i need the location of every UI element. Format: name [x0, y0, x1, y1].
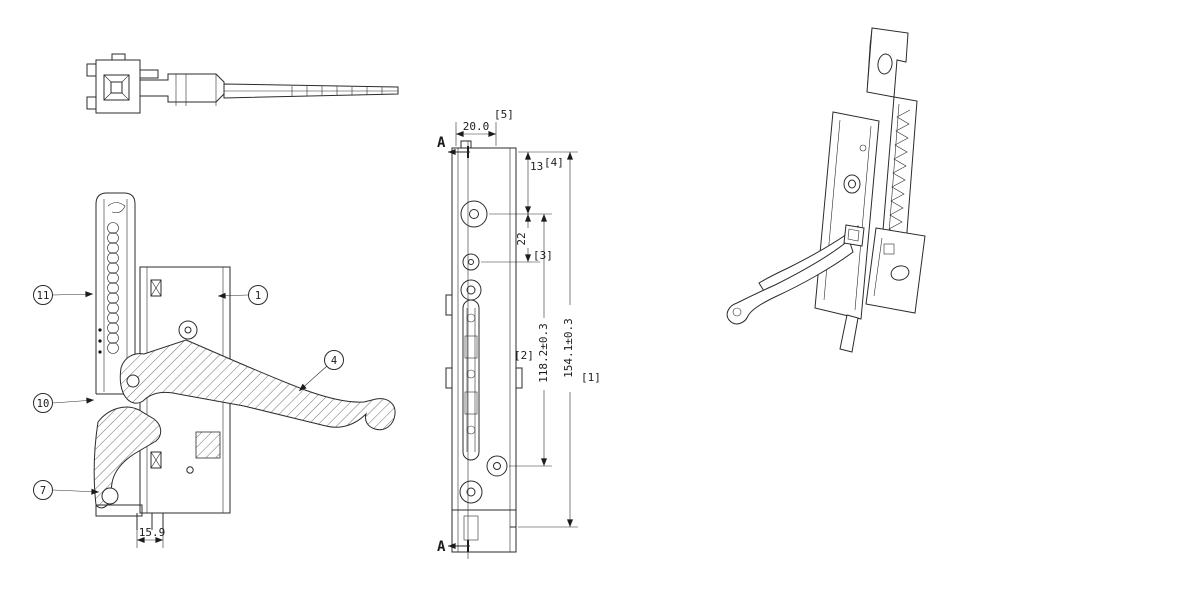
balloon-circle	[33, 393, 53, 413]
callout-4: 4	[298, 350, 344, 392]
callout-1: 1	[217, 285, 268, 305]
latch-hole	[101, 487, 119, 505]
callout-10-label: 10	[37, 398, 50, 410]
bottom-hole	[459, 480, 483, 504]
section-letter-bottom: A	[437, 539, 446, 555]
dim-154-label: 154.1±0.3	[562, 318, 575, 378]
ref1-label: [1]	[581, 371, 601, 384]
balloon-circle	[33, 480, 53, 500]
dim-base-width-label: 15.9	[139, 526, 166, 539]
iso-plate-tail	[839, 314, 859, 353]
balloon-circle	[248, 285, 268, 305]
front-body	[451, 147, 517, 553]
iso-latch-box	[843, 224, 865, 247]
ref5-label: [5]	[494, 108, 514, 121]
top-view	[86, 53, 399, 114]
iso-lever-arm-lower	[726, 239, 854, 325]
lever-pivot	[126, 374, 140, 388]
ref2-label: [2]	[514, 349, 534, 362]
side-view: 15.9 11 1 4 10 7	[33, 192, 396, 548]
section-letter-top: A	[437, 135, 446, 151]
ref4-label: [4]	[544, 156, 564, 169]
iso-view	[726, 27, 926, 353]
section-arrow-top: A	[437, 135, 470, 158]
front-view: [5] 20.0 A 13 [4] 22 [3]	[437, 108, 601, 559]
iso-top-bracket	[866, 27, 909, 98]
spring-anchor-hook	[107, 202, 126, 214]
mounting-plate	[136, 266, 231, 530]
callout-11-label: 11	[37, 290, 50, 302]
slider-slot	[462, 299, 480, 461]
rod-bar	[223, 83, 399, 99]
ref3-label: [3]	[533, 249, 553, 262]
iso-spring	[887, 109, 911, 244]
callout-11: 11	[33, 285, 94, 305]
callout-7: 7	[33, 480, 100, 500]
callout-1-label: 1	[255, 290, 261, 302]
latch-lever	[119, 339, 396, 431]
callout-10: 10	[33, 393, 95, 413]
balloon-circle	[33, 285, 53, 305]
housing-block	[95, 59, 141, 114]
dim-top-width-label: 20.0	[463, 120, 490, 133]
dim-22-label: 22	[515, 232, 528, 245]
callout-7-label: 7	[40, 485, 46, 497]
section-arrow-bottom: A	[437, 539, 470, 555]
lower-latch	[93, 406, 162, 517]
callout-4-label: 4	[331, 355, 337, 367]
dim-118-label: 118.2±0.3	[537, 323, 550, 383]
front-dimensions: [5] 20.0 A 13 [4] 22 [3]	[437, 108, 601, 555]
dim-13-label: 13	[530, 160, 543, 173]
iso-lower-plate	[865, 227, 926, 314]
balloon-circle	[324, 350, 344, 370]
top-pivot-hole	[460, 200, 488, 228]
pivot-hole	[178, 320, 198, 340]
coil-spring	[98, 222, 119, 354]
dim-base-width: 15.9	[136, 520, 166, 548]
lower-hole	[486, 455, 508, 477]
